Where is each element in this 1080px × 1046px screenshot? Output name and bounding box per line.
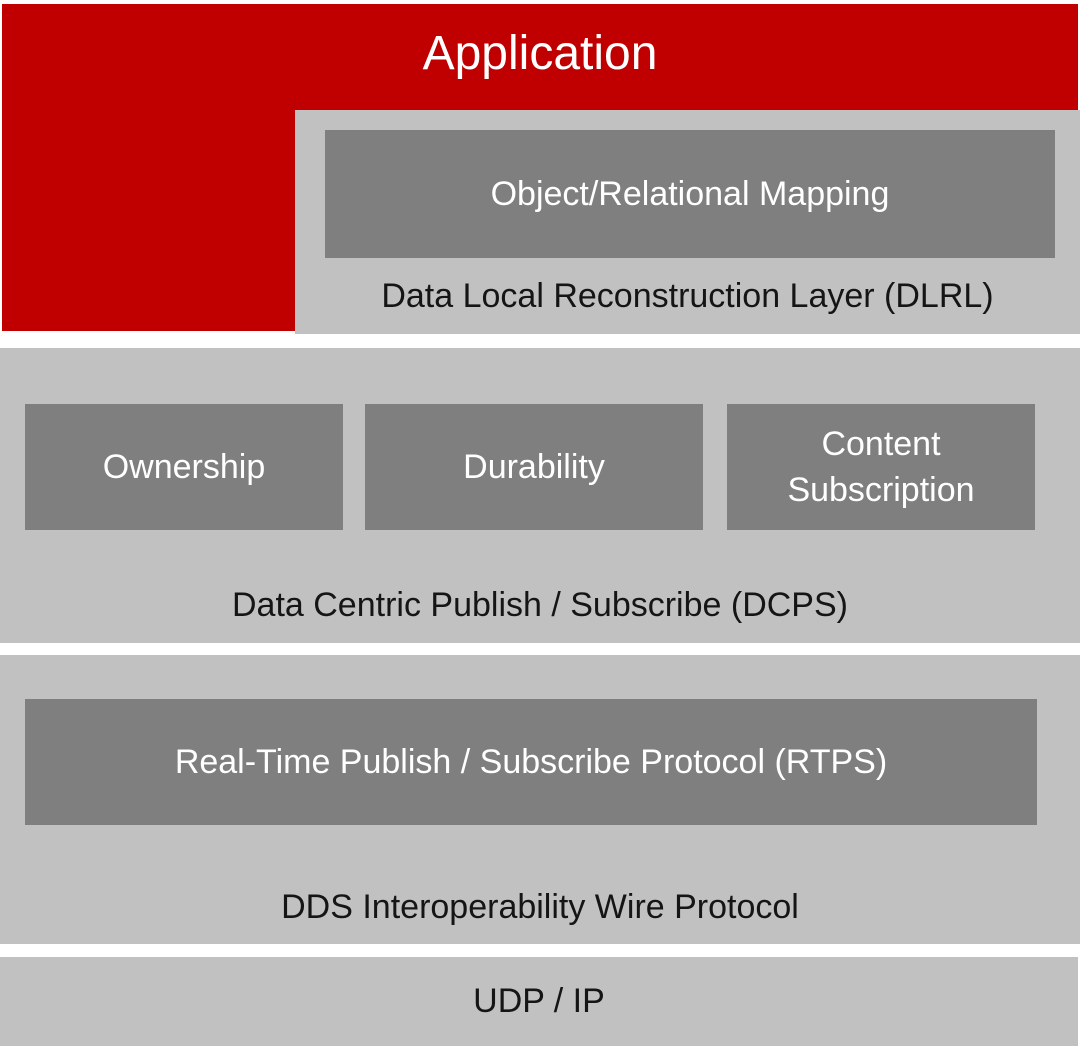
object-relational-mapping-box: Object/Relational Mapping [325, 130, 1055, 258]
application-label: Application [422, 27, 658, 80]
dcps-layer-band: Ownership Durability Content Subscriptio… [0, 348, 1080, 643]
durability-label: Durability [463, 448, 605, 486]
application-layer-left-column [2, 110, 295, 331]
application-layer-block: Application [2, 4, 1078, 110]
wire-protocol-layer-label: DDS Interoperability Wire Protocol [281, 887, 799, 926]
dlrl-layer-band: Object/Relational Mapping Data Local Rec… [295, 110, 1080, 334]
content-subscription-box: Content Subscription [727, 404, 1035, 530]
content-subscription-label: Content Subscription [787, 425, 975, 509]
durability-box: Durability [365, 404, 703, 530]
rtps-box: Real-Time Publish / Subscribe Protocol (… [25, 699, 1037, 825]
ownership-box: Ownership [25, 404, 343, 530]
udp-ip-band: UDP / IP [0, 957, 1078, 1046]
dlrl-layer-label: Data Local Reconstruction Layer (DLRL) [381, 276, 994, 315]
object-relational-mapping-label: Object/Relational Mapping [490, 175, 890, 213]
udp-ip-label: UDP / IP [473, 982, 605, 1020]
ownership-label: Ownership [102, 448, 266, 486]
rtps-label: Real-Time Publish / Subscribe Protocol (… [174, 743, 888, 781]
wire-protocol-layer-band: Real-Time Publish / Subscribe Protocol (… [0, 655, 1080, 944]
dcps-layer-label: Data Centric Publish / Subscribe (DCPS) [231, 585, 848, 624]
